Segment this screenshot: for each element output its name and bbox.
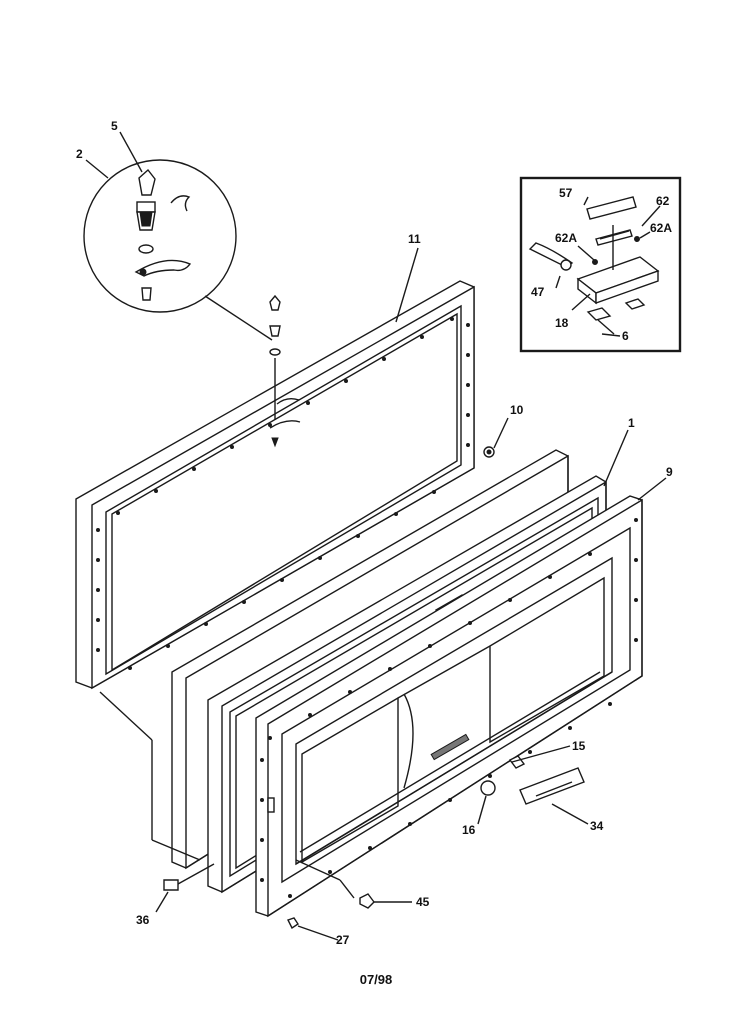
callout-label: 36 bbox=[136, 913, 150, 927]
callout-label: 5 bbox=[111, 119, 118, 133]
callout-label: 11 bbox=[408, 232, 421, 246]
callout-label: 47 bbox=[531, 285, 545, 299]
key-part bbox=[528, 242, 574, 268]
washer-part bbox=[138, 244, 154, 254]
bushing-top bbox=[136, 201, 156, 213]
clip-part bbox=[276, 397, 300, 405]
screw-part bbox=[141, 287, 152, 301]
callout-label: 45 bbox=[416, 895, 430, 909]
bracket-part bbox=[624, 298, 646, 310]
screw-part bbox=[592, 259, 598, 265]
switch-part bbox=[480, 780, 496, 796]
inset-frame bbox=[519, 176, 682, 353]
loose-parts bbox=[163, 755, 585, 930]
washer-part bbox=[269, 348, 281, 356]
clip-part bbox=[170, 195, 191, 212]
detail-circle bbox=[83, 159, 237, 313]
callout-label: 62A bbox=[555, 231, 577, 245]
callout-label: 27 bbox=[336, 933, 350, 947]
callout-label: 6 bbox=[622, 329, 629, 343]
hinge-cover-part bbox=[359, 893, 375, 909]
hinge-pin-part bbox=[138, 168, 156, 196]
callout-label: 15 bbox=[572, 739, 586, 753]
screw-part bbox=[287, 917, 299, 930]
hinge-arm-part bbox=[269, 420, 301, 429]
outer-door-panel bbox=[75, 280, 475, 690]
hinge-pin-part bbox=[269, 294, 281, 311]
callout-label: 2 bbox=[76, 147, 83, 161]
spring-part bbox=[595, 229, 633, 246]
callout-label: 34 bbox=[590, 819, 604, 833]
handle-detail-inset bbox=[519, 176, 682, 353]
callout-label: 10 bbox=[510, 403, 524, 417]
hinge-detail-callout bbox=[83, 159, 273, 341]
lamp-socket-part bbox=[508, 755, 526, 769]
date-code: 07/98 bbox=[359, 972, 393, 987]
callout-label: 18 bbox=[555, 316, 569, 330]
bracket-part bbox=[586, 307, 612, 321]
callout-labels: 5 2 11 10 1 9 15 16 34 36 45 27 57 62 62… bbox=[76, 119, 673, 947]
nameplate-part bbox=[519, 767, 585, 805]
trim-strip-part bbox=[586, 196, 637, 220]
liner-fold bbox=[403, 693, 414, 789]
screw-part bbox=[634, 236, 640, 242]
callout-label: 57 bbox=[559, 186, 573, 200]
callout-label: 16 bbox=[462, 823, 476, 837]
stop-bracket-part bbox=[163, 879, 179, 891]
liner-clip bbox=[267, 797, 275, 813]
callout-label: 62 bbox=[656, 194, 670, 208]
detail-leader bbox=[204, 295, 273, 341]
callout-label: 62A bbox=[650, 221, 672, 235]
callout-label: 9 bbox=[666, 465, 673, 479]
callout-label: 1 bbox=[628, 416, 635, 430]
inner-door-liner bbox=[255, 495, 643, 918]
hinge-arm-part bbox=[134, 259, 192, 277]
bushing-part bbox=[269, 325, 281, 337]
leader-lines bbox=[85, 131, 667, 941]
screw-part bbox=[271, 437, 279, 448]
